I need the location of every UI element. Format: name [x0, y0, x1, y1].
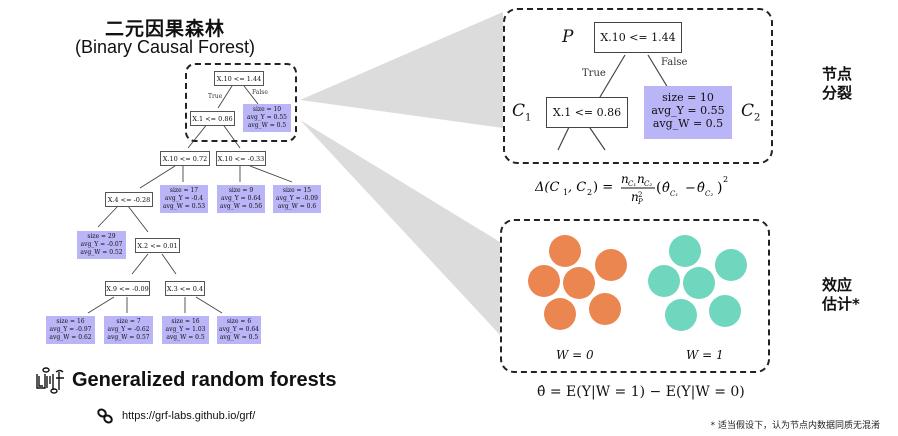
split-edge-false: False [661, 57, 688, 68]
link-icon [96, 408, 114, 424]
svg-text:Δ(C: Δ(C [535, 180, 559, 195]
teal-unit [669, 235, 701, 267]
tree-leaf: size = 29 avg_Y = -0.07 avg_W = 0.52 [77, 231, 126, 259]
label-c2: C2 [741, 101, 761, 124]
label-p: P [562, 27, 574, 47]
tree-edges [87, 85, 293, 314]
svg-text:n: n [621, 172, 629, 186]
svg-text:−: − [685, 181, 696, 196]
side-label-effect: 效应 估计* [822, 276, 860, 313]
group-w1-circles [648, 235, 747, 331]
label-w1: W = 1 [686, 348, 724, 362]
tree-leaf: size = 7 avg_Y = -0.62 avg_W = 0.57 [104, 316, 153, 344]
split-leaf: size = 10 avg_Y = 0.55 avg_W = 0.5 [644, 86, 732, 139]
tree-leaf: size = 17 avg_Y = -0.4 avg_W = 0.53 [160, 185, 208, 213]
svg-text:): ) [717, 180, 722, 196]
svg-text:P: P [637, 198, 643, 206]
orange-unit [563, 267, 595, 299]
tree-node-x3: X.3 <= 0.4 [165, 281, 205, 296]
tree-node-x1: X.1 <= 0.86 [190, 111, 235, 126]
svg-text:C₁: C₁ [628, 180, 636, 188]
split-edge-true: True [582, 68, 606, 79]
svg-text:2: 2 [723, 175, 728, 184]
grf-url-link[interactable]: https://grf-labs.github.io/grf/ [122, 410, 256, 422]
orange-unit [595, 249, 627, 281]
svg-text:2: 2 [587, 188, 592, 197]
footnote: * 适当假设下，认为节点内数据同质无混淆 [710, 421, 880, 431]
grf-logo-icon [34, 366, 66, 394]
edge-false-label: False [252, 89, 268, 96]
tree-node-x10-033: X.10 <= -0.33 [216, 151, 266, 166]
tree-leaf: size = 6 avg_Y = 0.64 avg_W = 0.5 [217, 316, 261, 344]
highlight-box [185, 63, 297, 142]
tree-leaf: size = 10 avg_Y = 0.55 avg_W = 0.5 [243, 104, 291, 132]
svg-text:C₁: C₁ [670, 190, 678, 198]
grf-title: Generalized random forests [72, 369, 337, 391]
split-root-node: X.10 <= 1.44 [594, 22, 682, 53]
effect-formula: θ̂ = E(Y|W = 1) − E(Y|W = 0) [537, 384, 745, 400]
orange-unit [549, 235, 581, 267]
teal-unit [648, 265, 680, 297]
connector-wedge-effect [300, 120, 500, 335]
svg-text:1: 1 [563, 188, 568, 197]
orange-unit [589, 293, 621, 325]
tree-node-x2: X.2 <= 0.01 [135, 238, 180, 253]
svg-text:n: n [637, 172, 645, 186]
svg-text:n: n [631, 190, 639, 204]
svg-text:(: ( [656, 180, 661, 196]
split-edges [557, 54, 669, 151]
svg-text:) =: ) = [593, 180, 613, 195]
teal-unit [683, 267, 715, 299]
split-panel [503, 8, 773, 164]
tree-node-x9: X.9 <= -0.09 [105, 281, 150, 296]
teal-unit [665, 299, 697, 331]
side-label-split: 节点 分裂 [822, 65, 853, 102]
connector-wedge-split [300, 12, 503, 128]
svg-text:, C: , C [568, 180, 586, 195]
tree-leaf: size = 15 avg_Y = -0.09 avg_W = 0.6 [273, 185, 321, 213]
tree-node-x4: X.4 <= -0.28 [105, 192, 153, 207]
orange-unit [544, 298, 576, 330]
group-w0-circles [528, 235, 627, 330]
svg-text:C₂: C₂ [644, 180, 652, 188]
page-title-cn: 二元因果森林 [104, 18, 225, 40]
edge-true-label: True [208, 93, 223, 100]
split-child-node: X.1 <= 0.86 [546, 97, 628, 128]
teal-unit [715, 249, 747, 281]
svg-text:2: 2 [638, 191, 642, 199]
label-w0: W = 0 [556, 348, 594, 362]
tree-leaf: size = 9 avg_Y = 0.64 avg_W = 0.56 [217, 185, 265, 213]
tree-leaf: size = 16 avg_Y = -0.97 avg_W = 0.62 [46, 316, 95, 344]
svg-text:θ̂: θ̂ [697, 181, 705, 196]
svg-text:C₂: C₂ [705, 190, 713, 198]
orange-unit [528, 265, 560, 297]
effect-panel [500, 219, 770, 373]
split-formula: Δ(C 1 , C 2 ) = n C₁ n C₂ n 2 P ( θ̂ C₁ … [534, 170, 775, 206]
tree-node-x10-072: X.10 <= 0.72 [160, 151, 210, 166]
label-c1: C1 [512, 101, 532, 124]
page-title-en: (Binary Causal Forest) [74, 37, 256, 57]
tree-leaf: size = 16 avg_Y = 1.03 avg_W = 0.5 [162, 316, 209, 344]
teal-unit [709, 295, 741, 327]
svg-text:θ̂: θ̂ [662, 181, 670, 196]
tree-node-root: X.10 <= 1.44 [214, 71, 264, 86]
